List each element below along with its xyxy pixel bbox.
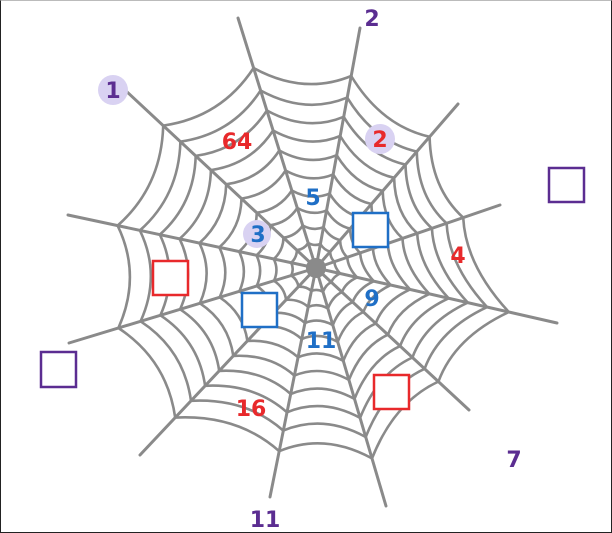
- blue-number-right: 9: [364, 287, 379, 312]
- outer-label-top-left: 1: [105, 79, 120, 104]
- web-center-hub: [306, 258, 326, 278]
- answer-box-red-lower-right[interactable]: [374, 375, 409, 409]
- blue-number-top: 5: [305, 186, 320, 211]
- web-spoke: [316, 268, 557, 323]
- answer-box-blue-lower-left[interactable]: [242, 293, 277, 327]
- red-number-upper-right: 2: [372, 128, 387, 153]
- blue-number-left: 3: [250, 223, 265, 248]
- outer-label-bottom-right: 7: [506, 448, 521, 473]
- answer-box-purple-left[interactable]: [41, 352, 76, 387]
- outer-label-bottom: 11: [250, 508, 281, 533]
- answer-box-purple-right[interactable]: [549, 168, 584, 202]
- red-number-lower-left: 16: [236, 397, 267, 422]
- blue-number-bottom: 11: [306, 329, 337, 354]
- answer-box-blue-upper-right[interactable]: [353, 213, 388, 247]
- red-number-upper-left: 64: [222, 130, 253, 155]
- red-number-right: 4: [450, 244, 465, 269]
- outer-label-top: 2: [364, 7, 379, 32]
- answer-box-red-left[interactable]: [153, 261, 188, 295]
